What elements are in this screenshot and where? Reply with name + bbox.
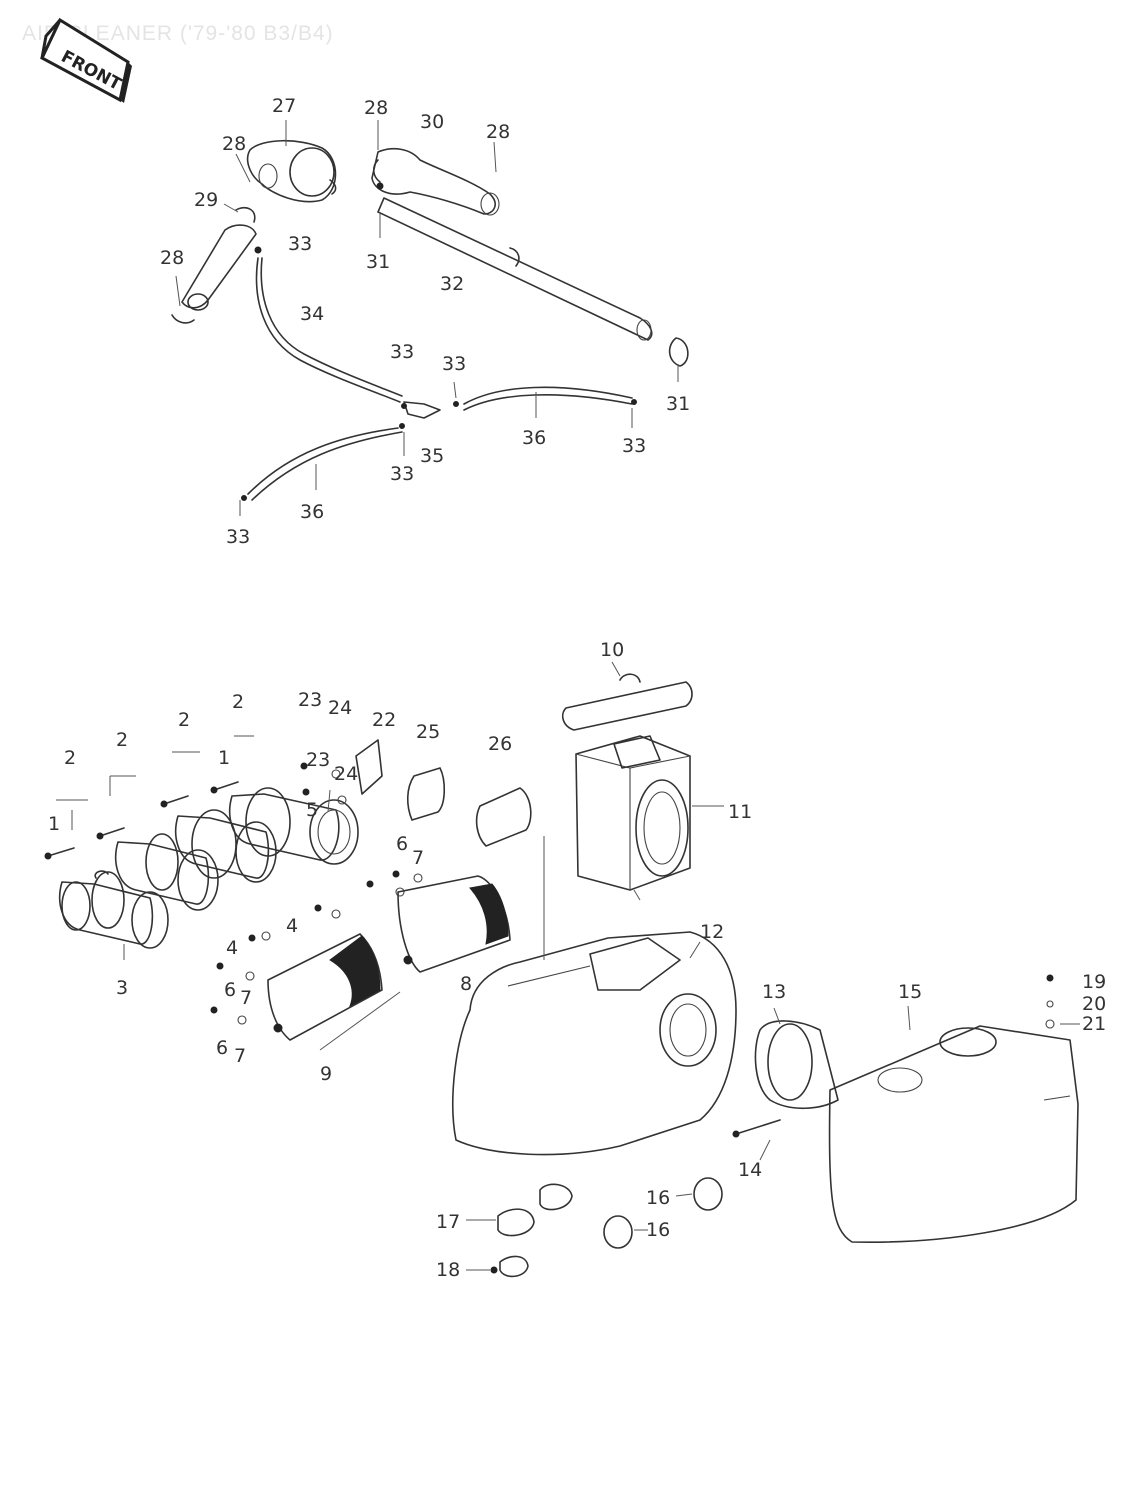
callout-10: 10 bbox=[600, 639, 624, 661]
callout-19: 19 bbox=[1082, 971, 1106, 993]
callout-33: 33 bbox=[226, 526, 250, 548]
callout-2: 2 bbox=[232, 691, 244, 713]
callout-6: 6 bbox=[396, 833, 408, 855]
callout-28: 28 bbox=[364, 97, 388, 119]
callout-28: 28 bbox=[222, 133, 246, 155]
callout-7: 7 bbox=[412, 847, 424, 869]
callout-18: 18 bbox=[436, 1259, 460, 1281]
front-arrow-icon: FRONT bbox=[40, 17, 132, 103]
callout-24: 24 bbox=[328, 697, 352, 719]
callout-12: 12 bbox=[700, 921, 724, 943]
callout-32: 32 bbox=[440, 273, 464, 295]
callout-9: 9 bbox=[320, 1063, 332, 1085]
callout-26: 26 bbox=[488, 733, 512, 755]
callout-33: 33 bbox=[390, 341, 414, 363]
callout-23: 23 bbox=[306, 749, 330, 771]
callout-28: 28 bbox=[486, 121, 510, 143]
callout-16: 16 bbox=[646, 1219, 670, 1241]
callout-16: 16 bbox=[646, 1187, 670, 1209]
callout-7: 7 bbox=[234, 1045, 246, 1067]
callout-30: 30 bbox=[420, 111, 444, 133]
leader-lines bbox=[56, 120, 1080, 1271]
callout-8: 8 bbox=[460, 973, 472, 995]
callout-28: 28 bbox=[160, 247, 184, 269]
callout-14: 14 bbox=[738, 1159, 762, 1181]
callout-7: 7 bbox=[240, 987, 252, 1009]
callout-15: 15 bbox=[898, 981, 922, 1003]
callout-31: 31 bbox=[666, 393, 690, 415]
callout-6: 6 bbox=[224, 979, 236, 1001]
callout-labels: 27 28 30 28 28 29 33 28 31 32 34 33 33 3… bbox=[48, 95, 1106, 1281]
callout-25: 25 bbox=[416, 721, 440, 743]
callout-33: 33 bbox=[288, 233, 312, 255]
breather-hose-assembly bbox=[171, 139, 689, 501]
callout-2: 2 bbox=[178, 709, 190, 731]
callout-11: 11 bbox=[728, 801, 752, 823]
callout-13: 13 bbox=[762, 981, 786, 1003]
callout-1: 1 bbox=[218, 747, 230, 769]
diagram-title: AIR CLEANER ('79-'80 B3/B4) bbox=[22, 22, 334, 45]
callout-21: 21 bbox=[1082, 1013, 1106, 1035]
callout-24: 24 bbox=[334, 763, 358, 785]
callout-2: 2 bbox=[64, 747, 76, 769]
callout-4: 4 bbox=[286, 915, 298, 937]
callout-35: 35 bbox=[420, 445, 444, 467]
callout-23: 23 bbox=[298, 689, 322, 711]
callout-1: 1 bbox=[48, 813, 60, 835]
callout-33: 33 bbox=[442, 353, 466, 375]
callout-3: 3 bbox=[116, 977, 128, 999]
callout-33: 33 bbox=[622, 435, 646, 457]
callout-5: 5 bbox=[306, 799, 318, 821]
callout-36: 36 bbox=[522, 427, 546, 449]
callout-36: 36 bbox=[300, 501, 324, 523]
callout-4: 4 bbox=[226, 937, 238, 959]
callout-29: 29 bbox=[194, 189, 218, 211]
callout-33: 33 bbox=[390, 463, 414, 485]
callout-22: 22 bbox=[372, 709, 396, 731]
callout-6: 6 bbox=[216, 1037, 228, 1059]
air-cleaner-assembly bbox=[44, 673, 1079, 1278]
callout-2: 2 bbox=[116, 729, 128, 751]
callout-17: 17 bbox=[436, 1211, 460, 1233]
callout-27: 27 bbox=[272, 95, 296, 117]
callout-34: 34 bbox=[300, 303, 324, 325]
callout-31: 31 bbox=[366, 251, 390, 273]
callout-20: 20 bbox=[1082, 993, 1106, 1015]
